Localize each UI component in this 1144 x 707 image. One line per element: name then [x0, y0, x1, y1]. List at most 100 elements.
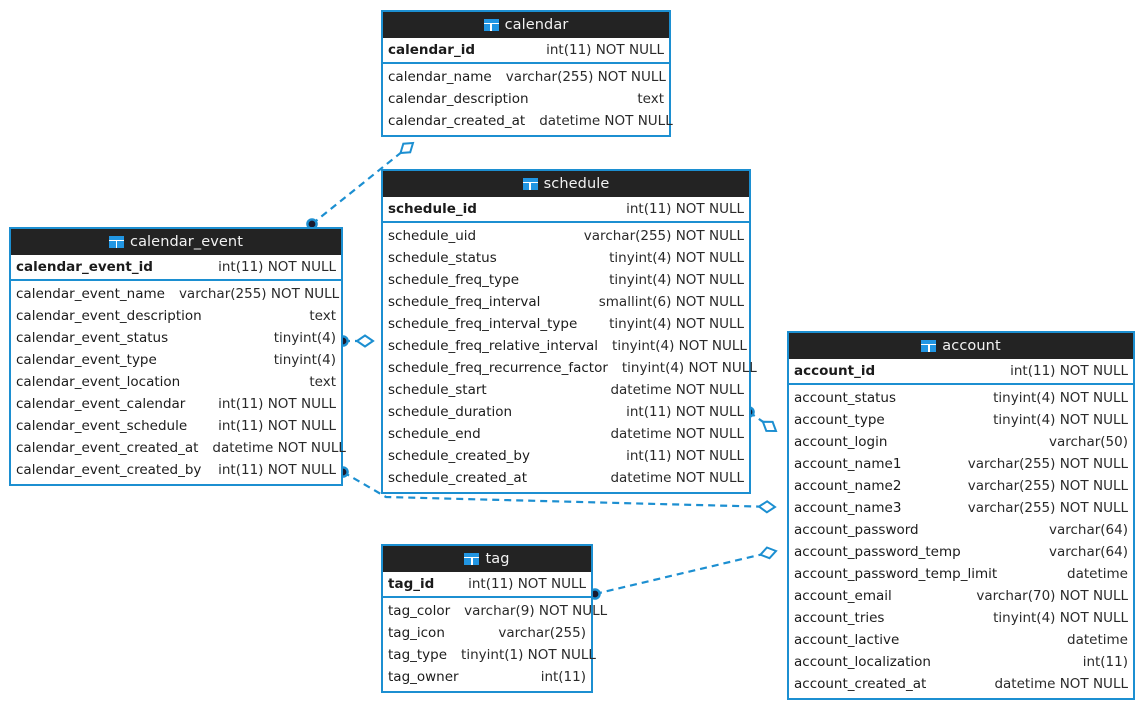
field-name: calendar_event_status [16, 330, 169, 346]
field-type: tinyint(4) NOT NULL [993, 412, 1128, 428]
field-row: calendar_event_location text [11, 371, 341, 393]
table-icon [464, 553, 480, 565]
field-type: datetime [1067, 566, 1128, 582]
field-row: account_email varchar(70) NOT NULL [789, 585, 1133, 607]
field-name: account_name3 [794, 500, 902, 516]
relationship-tag-to-account [589, 546, 778, 600]
entity-header-calendar: calendar [383, 12, 669, 38]
field-name: account_status [794, 390, 897, 406]
field-type: datetime NOT NULL [994, 676, 1128, 692]
field-row: calendar_event_description text [11, 305, 341, 327]
field-name: schedule_duration [388, 404, 513, 420]
field-row: schedule_freq_interval smallint(6) NOT N… [383, 291, 749, 313]
field-name: calendar_event_location [16, 374, 181, 390]
field-type: datetime NOT NULL [610, 426, 744, 442]
field-row: schedule_start datetime NOT NULL [383, 379, 749, 401]
field-type: varchar(64) [1048, 522, 1128, 538]
primary-key-row: schedule_id int(11) NOT NULL [383, 197, 749, 223]
field-type: tinyint(1) NOT NULL [461, 647, 596, 663]
relationship-endpoint-diamond [355, 334, 375, 348]
entity-tag[interactable]: tag tag_id int(11) NOT NULL tag_color va… [381, 544, 607, 693]
field-type: int(11) NOT NULL [1010, 363, 1128, 379]
field-type: varchar(255) NOT NULL [967, 456, 1128, 472]
field-row: calendar_created_at datetime NOT NULL [383, 110, 673, 132]
entity-calendar[interactable]: calendar calendar_id int(11) NOT NULL ca… [381, 10, 673, 137]
field-row: schedule_freq_recurrence_factor tinyint(… [383, 357, 757, 379]
field-row: account_name1 varchar(255) NOT NULL [789, 453, 1133, 475]
field-type: varchar(50) [1048, 434, 1128, 450]
field-type: tinyint(4) NOT NULL [609, 272, 744, 288]
field-row: account_type tinyint(4) NOT NULL [789, 409, 1133, 431]
field-type: varchar(255) NOT NULL [583, 228, 744, 244]
relationship-endpoint-diamond [757, 500, 777, 514]
field-name: tag_type [388, 647, 448, 663]
field-name: account_password_temp_limit [794, 566, 998, 582]
field-name: account_type [794, 412, 885, 428]
field-type: int(11) NOT NULL [218, 462, 336, 478]
field-name: account_localization [794, 654, 931, 670]
field-row: account_password_temp_limit datetime [789, 563, 1133, 585]
field-type: datetime NOT NULL [212, 440, 346, 456]
field-type: int(11) NOT NULL [218, 396, 336, 412]
field-type: tinyint(4) NOT NULL [609, 250, 744, 266]
field-name: tag_id [388, 576, 435, 592]
field-type: varchar(64) [1048, 544, 1128, 560]
field-name: account_login [794, 434, 888, 450]
fields-list: schedule_uid varchar(255) NOT NULL sched… [383, 223, 757, 492]
field-row: calendar_event_type tinyint(4) [11, 349, 341, 371]
field-type: tinyint(4) NOT NULL [621, 360, 757, 376]
field-row: schedule_uid varchar(255) NOT NULL [383, 225, 749, 247]
field-row: account_created_at datetime NOT NULL [789, 673, 1133, 695]
field-type: int(11) NOT NULL [626, 201, 744, 217]
field-name: calendar_description [388, 91, 529, 107]
entity-title: calendar_event [130, 233, 243, 250]
field-name: account_created_at [794, 676, 927, 692]
field-name: calendar_name [388, 69, 492, 85]
relationship-line [594, 549, 777, 596]
entity-header-account: account [789, 333, 1133, 359]
field-name: schedule_start [388, 382, 487, 398]
field-row: calendar_event_name varchar(255) NOT NUL… [11, 283, 341, 305]
field-type: varchar(255) [498, 625, 586, 641]
field-row: calendar_event_calendar int(11) NOT NULL [11, 393, 341, 415]
field-type: int(11) NOT NULL [218, 418, 336, 434]
field-name: schedule_created_at [388, 470, 527, 486]
field-row: tag_color varchar(9) NOT NULL [383, 600, 607, 622]
field-type: smallint(6) NOT NULL [598, 294, 744, 310]
field-type: int(11) [1082, 654, 1128, 670]
field-type: varchar(255) NOT NULL [967, 478, 1128, 494]
field-type: tinyint(4) NOT NULL [993, 390, 1128, 406]
field-name: calendar_event_id [16, 259, 153, 275]
field-type: varchar(9) NOT NULL [464, 603, 608, 619]
field-name: schedule_created_by [388, 448, 530, 464]
field-type: int(11) [540, 669, 586, 685]
field-type: datetime NOT NULL [610, 470, 744, 486]
field-row: schedule_end datetime NOT NULL [383, 423, 749, 445]
field-name: schedule_freq_recurrence_factor [388, 360, 608, 376]
field-row: account_tries tinyint(4) NOT NULL [789, 607, 1133, 629]
field-type: varchar(255) NOT NULL [967, 500, 1128, 516]
field-row: account_lactive datetime [789, 629, 1133, 651]
field-type: datetime NOT NULL [610, 382, 744, 398]
entity-schedule[interactable]: schedule schedule_id int(11) NOT NULL sc… [381, 169, 757, 494]
field-row: account_name3 varchar(255) NOT NULL [789, 497, 1133, 519]
field-type: tinyint(4) NOT NULL [612, 338, 747, 354]
field-row: tag_type tinyint(1) NOT NULL [383, 644, 596, 666]
field-row: account_login varchar(50) [789, 431, 1133, 453]
entity-account[interactable]: account account_id int(11) NOT NULL acco… [787, 331, 1135, 700]
entity-calendar-event[interactable]: calendar_event calendar_event_id int(11)… [9, 227, 346, 486]
field-name: calendar_created_at [388, 113, 526, 129]
field-name: calendar_event_schedule [16, 418, 188, 434]
field-name: tag_color [388, 603, 451, 619]
field-row: schedule_freq_relative_interval tinyint(… [383, 335, 749, 357]
field-row: account_password varchar(64) [789, 519, 1133, 541]
field-name: schedule_status [388, 250, 497, 266]
field-type: int(11) NOT NULL [468, 576, 586, 592]
field-row: calendar_event_status tinyint(4) [11, 327, 341, 349]
field-type: int(11) NOT NULL [546, 42, 664, 58]
field-name: schedule_freq_relative_interval [388, 338, 599, 354]
field-type: int(11) NOT NULL [218, 259, 336, 275]
field-type: tinyint(4) [273, 352, 336, 368]
entity-header-schedule: schedule [383, 171, 749, 197]
field-row: schedule_duration int(11) NOT NULL [383, 401, 749, 423]
